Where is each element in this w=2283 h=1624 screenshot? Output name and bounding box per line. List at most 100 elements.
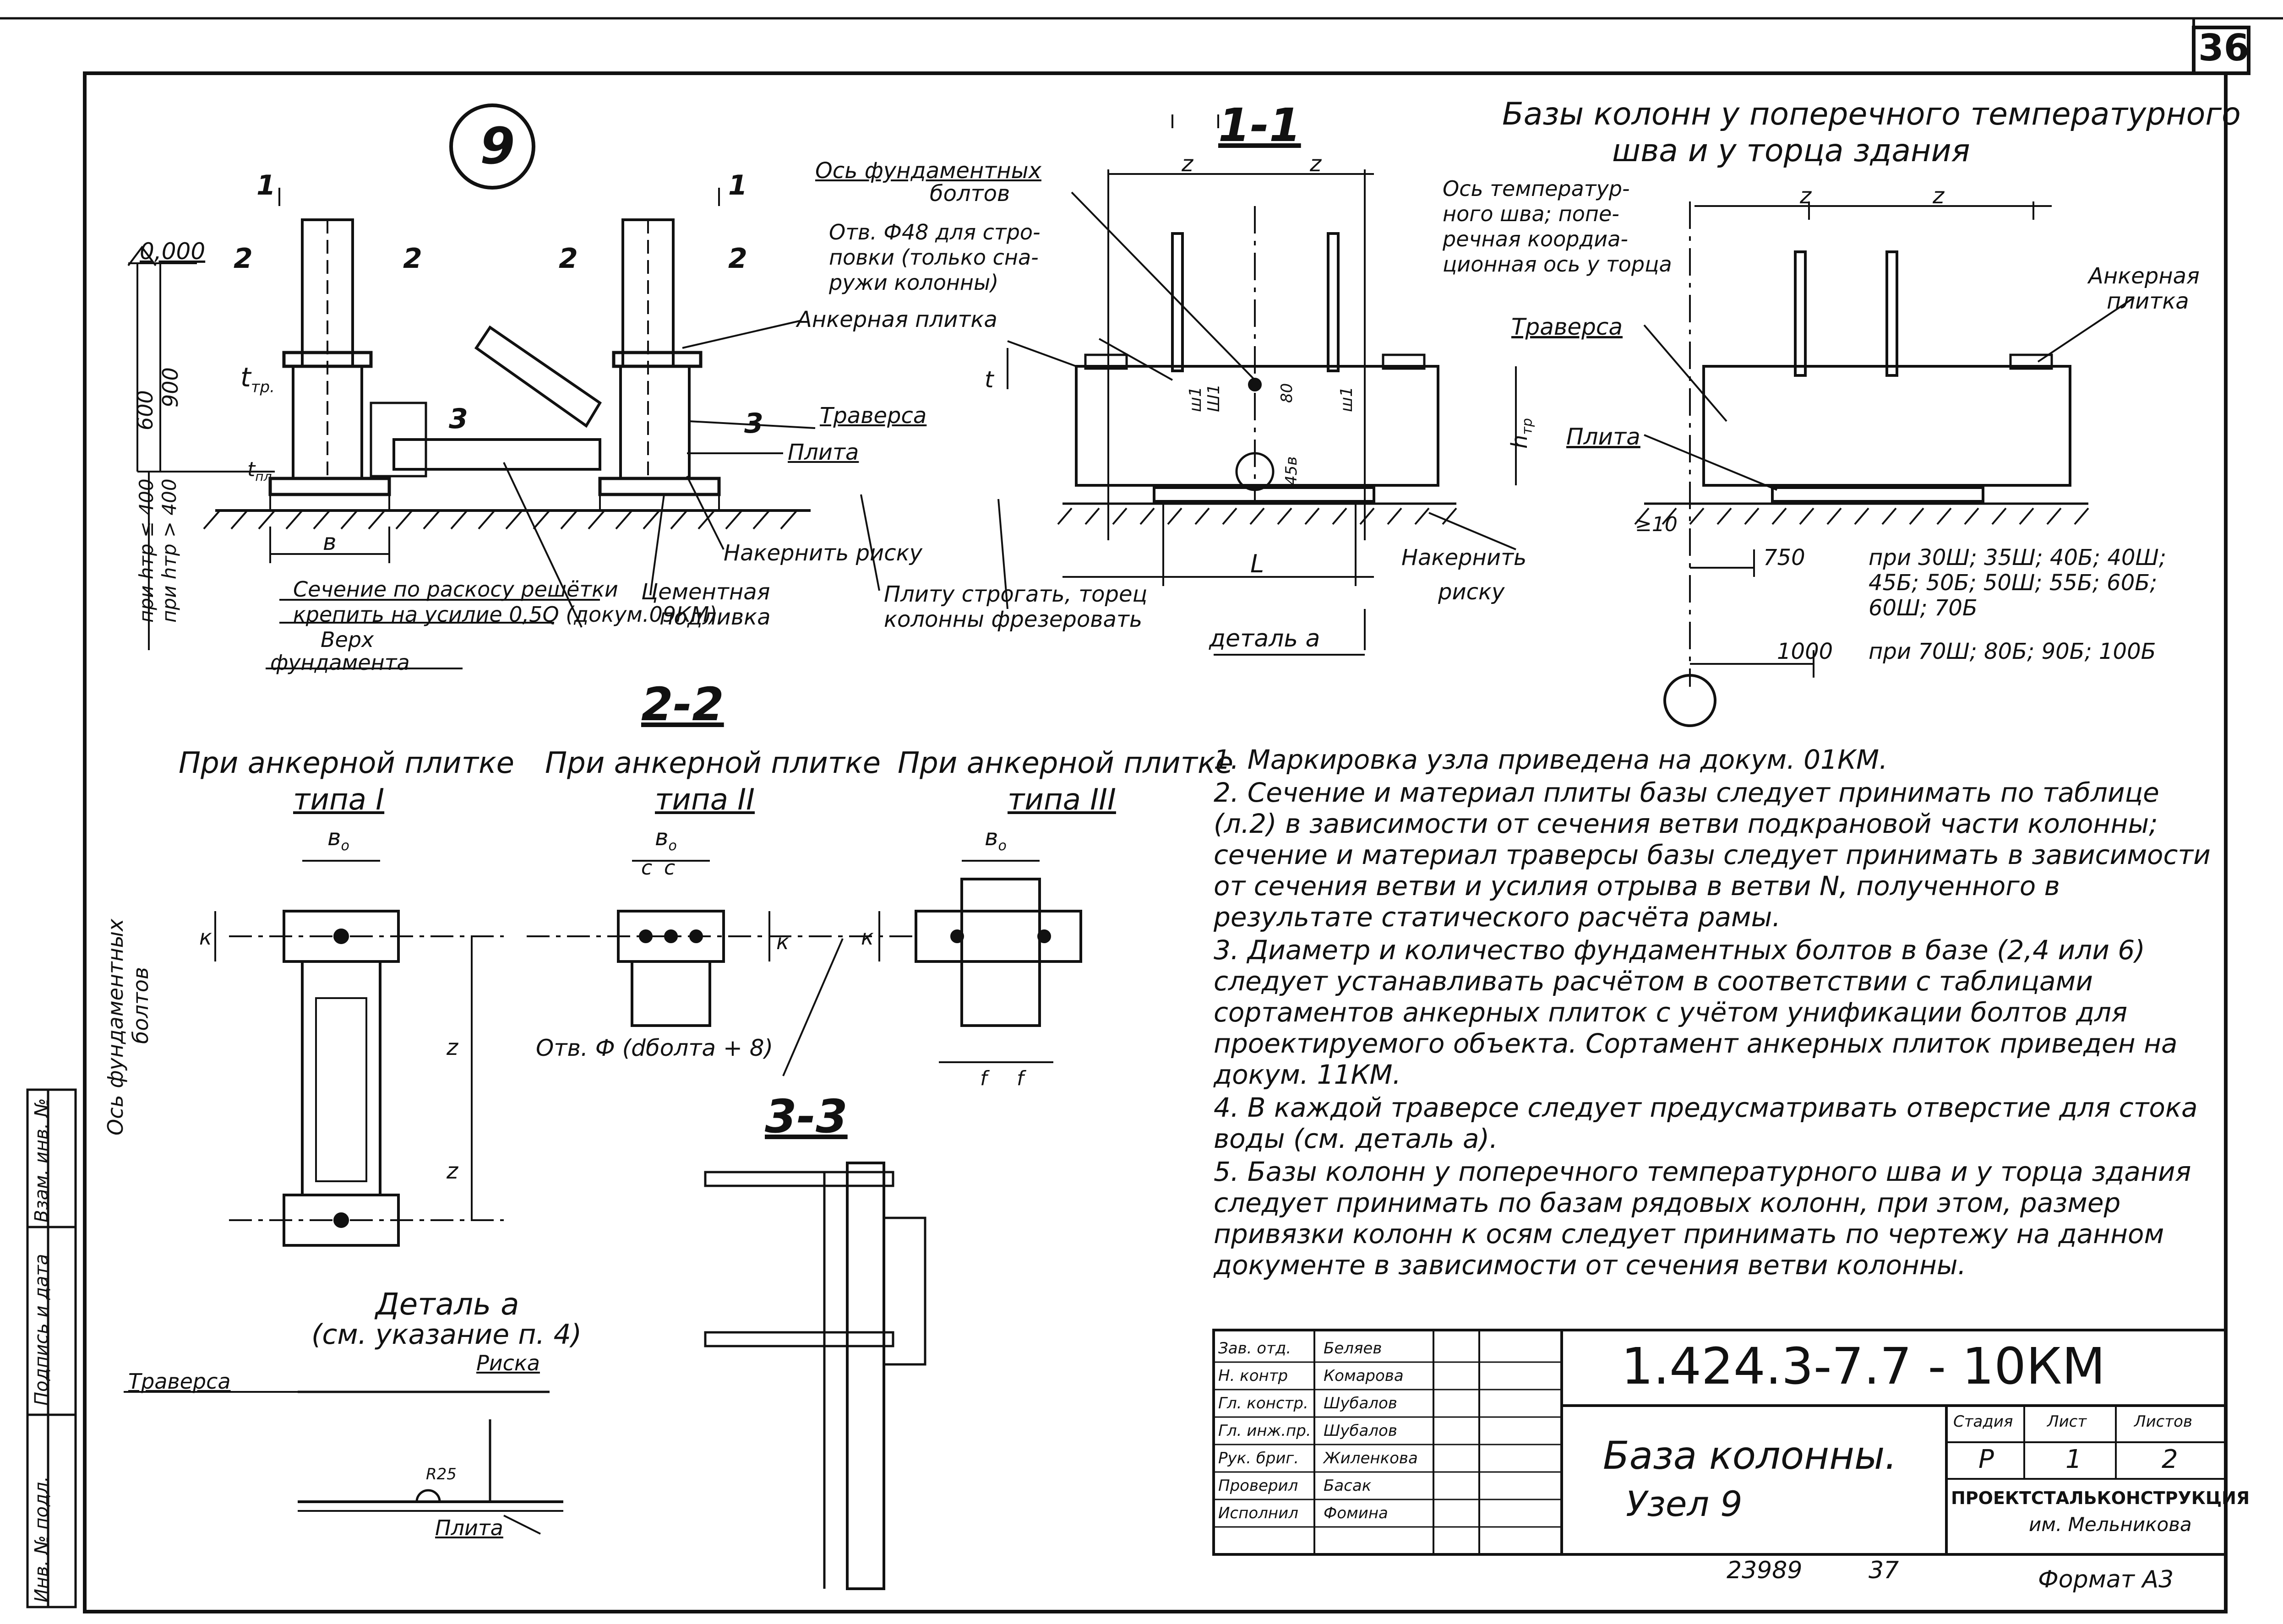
rule-750c: 60Ш; 70Б xyxy=(1869,595,1978,621)
temp-axis-label-3: речная коордиа- xyxy=(1443,227,1628,251)
ge-10: ≥10 xyxy=(1635,513,1678,536)
s11-z2: z xyxy=(1310,151,1322,177)
c-dim-1: с xyxy=(641,856,653,880)
note-2: 2. Сечение и материал плиты базы следует… xyxy=(1214,777,2211,933)
traverse-left: Траверса xyxy=(820,403,927,429)
left-leader-lines xyxy=(266,320,1008,669)
general-notes: 1. Маркировка узла приведена на докум. 0… xyxy=(1214,744,2221,1282)
cut-mark-2c: 2 xyxy=(559,243,578,275)
top-label: Верх xyxy=(321,627,374,652)
title-block-grid xyxy=(1212,1329,2227,1556)
type2-caption-2: типа II xyxy=(655,783,755,817)
name-6: Басак xyxy=(1324,1477,1372,1495)
detail-a-title: Деталь а xyxy=(376,1287,519,1322)
role-2: Н. контр xyxy=(1218,1367,1288,1385)
detail-a-ref: деталь а xyxy=(1209,625,1320,652)
h-tr-le-400: при hтр ≤ 400 xyxy=(135,478,158,623)
section-3-3-title: 3-3 xyxy=(765,1090,848,1143)
detail-a-plate: Плита xyxy=(435,1515,503,1540)
name-5: Жиленкова xyxy=(1324,1449,1418,1467)
t-tr-label: tтр. xyxy=(240,362,275,396)
plan-axis-label: Ось фундаментных xyxy=(103,918,128,1135)
dim-750: 750 xyxy=(1763,545,1805,570)
b0-type2: во xyxy=(655,824,677,854)
cut-mark-1a: 1 xyxy=(256,169,276,201)
fix-force-label: крепить на усилие 0,5Q (докум.09КМ) xyxy=(293,602,718,627)
section-1-1-title: 1-1 xyxy=(1218,98,1301,152)
dim-600: 600 xyxy=(133,390,158,430)
cut-mark-2b: 2 xyxy=(403,243,422,275)
ground-hatch-right xyxy=(1634,507,2089,525)
role-5: Рук. бриг. xyxy=(1218,1449,1299,1467)
node-circle xyxy=(449,103,535,190)
anchor-right-2: плитка xyxy=(2107,288,2189,314)
note-3: 3. Диаметр и количество фундаментных бол… xyxy=(1214,934,2178,1090)
stamp-inv: Инв. № подл. xyxy=(31,1476,52,1602)
name-1: Беляев xyxy=(1324,1339,1382,1358)
left-column-2 xyxy=(392,218,721,511)
type1-caption-2: типа I xyxy=(293,783,385,817)
traverse-right: Траверса xyxy=(1511,314,1623,340)
t-pl-label: tпл xyxy=(247,458,272,484)
stamp-replace: Взам. инв. № xyxy=(31,1098,52,1222)
section-brace-label: Сечение по раскосу решётки xyxy=(293,577,618,602)
width-b: в xyxy=(323,529,337,555)
axis-bolts-label-2: болтов xyxy=(930,181,1010,206)
cement-label: Цементная xyxy=(641,579,770,605)
s11-htr: hтр xyxy=(1507,418,1536,449)
plate-right: Плита xyxy=(1566,424,1640,450)
role-3: Гл. констр. xyxy=(1218,1394,1308,1412)
detail-a-subtitle: (см. указание п. 4) xyxy=(311,1319,582,1351)
role-4: Гл. инж.пр. xyxy=(1218,1422,1311,1440)
s11-t: t xyxy=(985,366,994,393)
cement-label-2: подливка xyxy=(659,604,771,630)
top-right-title-line1: Базы колонн у поперечного температурного xyxy=(1502,96,2241,132)
inv-number: 23989 xyxy=(1727,1557,1803,1584)
stage-value: Р xyxy=(1978,1445,1994,1474)
sheet-header: Лист xyxy=(2047,1412,2087,1431)
c-dim-2: с xyxy=(664,856,676,880)
note-1: 1. Маркировка узла приведена на докум. 0… xyxy=(1214,744,1888,775)
sheets-header: Листов xyxy=(2134,1412,2193,1431)
type3-caption-1: При анкерной плитке xyxy=(898,746,1233,780)
role-6: Проверил xyxy=(1218,1477,1298,1495)
h-tr-gt-400: при hтр > 400 xyxy=(158,478,180,623)
anchor-plate-label: Анкерная плитка xyxy=(797,307,997,332)
s11-mark-line-2: риску xyxy=(1438,579,1505,605)
rule-1000: при 70Ш; 80Б; 90Б; 100Б xyxy=(1869,639,2156,664)
cut-mark-3b: 3 xyxy=(744,407,763,440)
left-column-1 xyxy=(268,218,427,511)
right-z2: z xyxy=(1933,183,1945,209)
k-type2: к xyxy=(776,929,789,954)
ground-hatch-left xyxy=(203,510,798,530)
sheets-value: 2 xyxy=(2162,1445,2178,1474)
s11-45: 45в xyxy=(1282,456,1301,485)
top-right-title-line2: шва и у торца здания xyxy=(1612,133,1970,169)
b0-type1: во xyxy=(327,824,349,854)
doc-name-2: Узел 9 xyxy=(1626,1483,1743,1524)
org-name: ПРОЕКТСТАЛЬКОНСТРУКЦИЯ xyxy=(1951,1488,2250,1508)
plate-left: Плита xyxy=(788,440,859,465)
s11-w2: Ш1 xyxy=(1204,384,1223,412)
sheet-number-box xyxy=(2192,26,2250,75)
section-2-2-title: 2-2 xyxy=(641,678,724,731)
right-view-drawing xyxy=(1643,201,2135,727)
note-4: 4. В каждой траверсе следует предусматри… xyxy=(1214,1092,2198,1154)
plan-type-2 xyxy=(527,860,916,1076)
paper-format: Формат А3 xyxy=(2038,1566,2174,1593)
copy-number: 37 xyxy=(1869,1557,1899,1584)
axis-bolts-label: Ось фундаментных xyxy=(815,158,1041,184)
f-dim-2: f xyxy=(1017,1067,1024,1090)
mill-label: Плиту строгать, торец xyxy=(884,581,1148,607)
hole-label-2: повки (только сна- xyxy=(829,245,1039,270)
s11-mark-line: Накернить xyxy=(1401,545,1527,570)
stamp-sign: Подпись и дата xyxy=(31,1254,52,1406)
hole-diameter: Отв. Ф (dболта + 8) xyxy=(536,1035,774,1061)
sheet-number: 36 xyxy=(2198,27,2250,69)
rule-750: при 30Ш; 35Ш; 40Б; 40Ш; xyxy=(1869,545,2166,570)
temp-axis-label-2: ного шва; попе- xyxy=(1443,201,1619,226)
k-type1: к xyxy=(199,925,212,950)
right-z1: z xyxy=(1800,183,1812,209)
s11-L: L xyxy=(1250,549,1264,578)
doc-code: 1.424.3-7.7 - 10КМ xyxy=(1621,1337,2106,1396)
